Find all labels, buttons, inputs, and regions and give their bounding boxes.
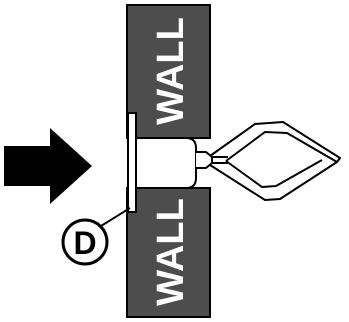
toggle-wings: [196, 121, 341, 201]
push-arrow-icon: [4, 128, 92, 204]
wall-lower: [126, 187, 211, 318]
callout-leader: [100, 207, 131, 227]
anchor-flange: [127, 112, 137, 213]
callout-d-label: D: [73, 225, 96, 261]
wall-upper: [126, 4, 211, 139]
callout-d: D: [61, 218, 109, 266]
wall-label-top: WALL: [150, 17, 192, 125]
wall-label-bottom: WALL: [150, 198, 192, 306]
anchor-sleeve: [135, 137, 197, 189]
